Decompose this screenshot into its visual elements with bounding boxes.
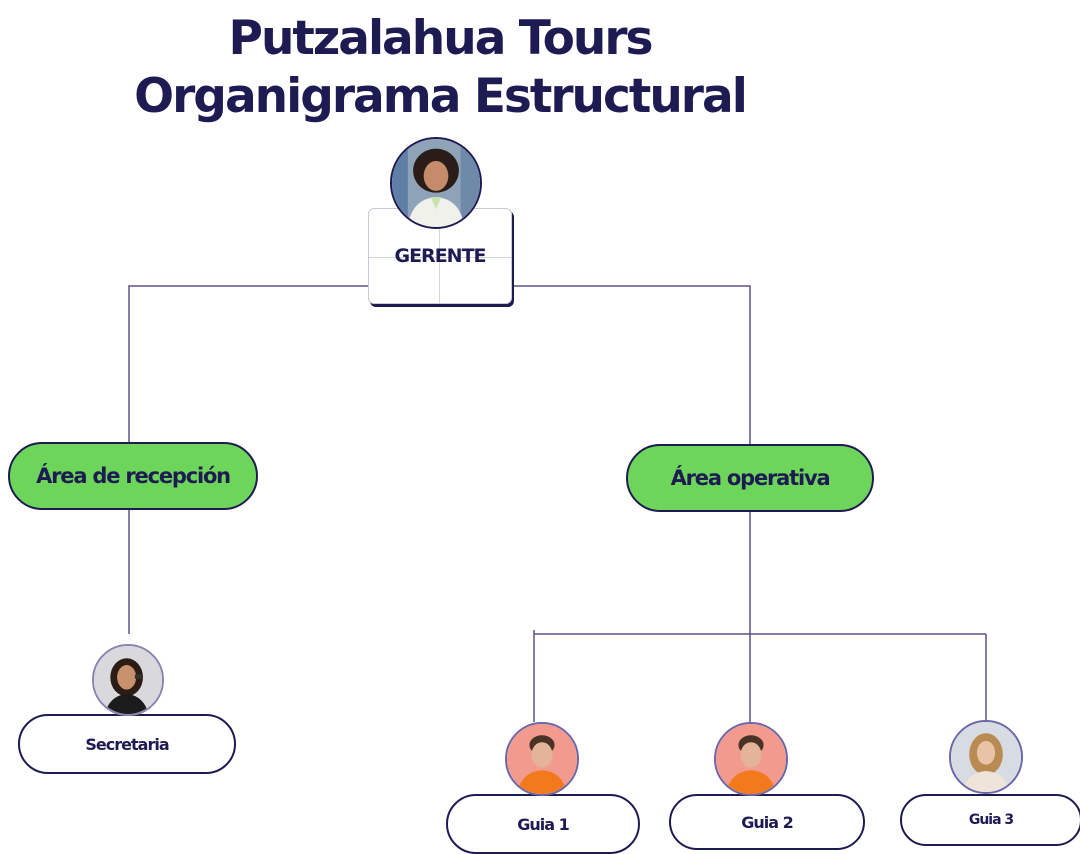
role-guide-2-node: Guia 2	[669, 794, 865, 850]
woman-portrait-icon	[94, 646, 162, 714]
role-guide-1-node: Guia 1	[446, 794, 640, 854]
area-operations-node: Área operativa	[626, 444, 874, 512]
guide-2-avatar	[714, 722, 788, 796]
box-grid-divider	[439, 209, 440, 303]
manager-avatar	[390, 137, 482, 229]
guide-3-avatar	[949, 720, 1023, 794]
connector-manager-operations	[510, 285, 751, 444]
secretary-avatar	[92, 644, 164, 716]
page-title: Putzalahua Tours Organigrama Estructural	[0, 10, 880, 126]
man-portrait-icon	[507, 724, 577, 794]
role-guide-3-node: Guia 3	[900, 794, 1080, 846]
title-line-1: Putzalahua Tours	[228, 11, 654, 66]
role-secretary-node: Secretaria	[18, 714, 236, 774]
box-grid-divider	[369, 257, 511, 258]
area-reception-node: Área de recepción	[8, 442, 258, 510]
connector-manager-reception	[128, 285, 368, 442]
guide-1-avatar	[505, 722, 579, 796]
title-line-2: Organigrama Estructural	[134, 69, 748, 124]
man-portrait-icon	[716, 724, 786, 794]
woman-portrait-icon	[951, 722, 1021, 792]
manager-label: GERENTE	[394, 245, 486, 267]
woman-portrait-icon	[392, 139, 480, 227]
